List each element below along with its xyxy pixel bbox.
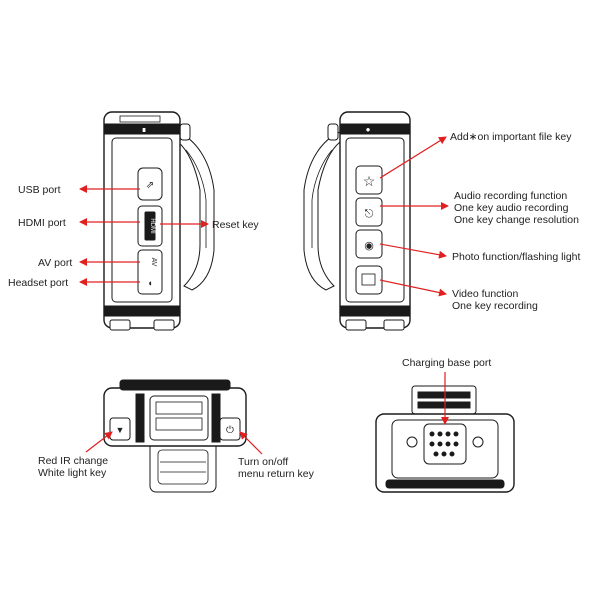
ir-icon: ▼ <box>116 425 125 435</box>
label-audio-2: One key audio recording <box>454 202 569 214</box>
important-file-button[interactable] <box>355 165 383 195</box>
microphone-icon: ⎋ <box>365 208 374 220</box>
star-icon: ☆ <box>363 173 376 189</box>
av-marking: AV <box>150 258 157 267</box>
power-button[interactable] <box>219 417 241 441</box>
av-port-slot[interactable] <box>137 249 163 295</box>
top-icon-right: ● <box>366 125 371 134</box>
label-headset-port: Headset port <box>8 277 68 289</box>
screw-right <box>472 436 484 448</box>
usb-icon: ⇗ <box>146 180 154 191</box>
top-view: ▼ ⏻ <box>103 379 247 493</box>
usb-port-slot[interactable] <box>137 167 163 201</box>
side-view-right: ● ☆ ⎋ ◉ <box>303 111 411 331</box>
label-audio-1: Audio recording function <box>454 190 567 202</box>
labels-bottom-view: Charging base port <box>402 357 491 425</box>
label-ir-1: Red IR change <box>38 455 108 467</box>
labels-right: Add∗on important file key Audio recordin… <box>379 131 581 312</box>
label-reset-key: Reset key <box>212 219 259 231</box>
belt-clip-right <box>303 131 341 291</box>
label-hdmi-port: HDMI port <box>18 217 66 229</box>
bottom-view <box>375 385 515 493</box>
side-view-left: ∎ ⇗ HDMI AV ◖ <box>103 111 215 331</box>
clip-hinge <box>179 123 191 141</box>
label-av-port: AV port <box>38 257 72 269</box>
camera-icon: ◉ <box>364 240 374 252</box>
arrow-power <box>239 431 263 455</box>
screw-left <box>406 436 418 448</box>
labels-top-view: Red IR change White light key Turn on/of… <box>38 431 315 480</box>
arrow-video <box>379 279 447 297</box>
arrow-photo <box>379 243 447 259</box>
label-power-1: Turn on/off <box>238 456 288 468</box>
clip-hinge-right <box>327 123 339 141</box>
label-photo: Photo function/flashing light <box>452 251 581 263</box>
audio-record-button[interactable] <box>355 197 383 227</box>
belt-clip <box>177 131 215 291</box>
arrow-ir <box>85 431 113 453</box>
label-video-1: Video function <box>452 288 519 300</box>
label-important-file: Add∗on important file key <box>450 131 572 143</box>
arrow-important-file <box>379 136 447 179</box>
label-charging: Charging base port <box>402 357 491 369</box>
power-icon: ⏻ <box>226 425 234 436</box>
top-marking: ∎ <box>141 125 146 134</box>
hdmi-marking: HDMI <box>149 218 155 234</box>
label-power-2: menu return key <box>238 468 315 480</box>
video-record-button[interactable] <box>355 265 383 295</box>
labels-left: USB port HDMI port Reset key AV port Hea… <box>8 184 259 289</box>
headset-icon: ◖ <box>147 278 152 288</box>
label-audio-3: One key change resolution <box>454 214 579 226</box>
charging-contacts-strip <box>411 385 477 415</box>
label-usb-port: USB port <box>18 184 61 196</box>
label-video-2: One key recording <box>452 300 538 312</box>
port-pins <box>429 431 459 457</box>
video-icon <box>361 273 376 286</box>
ir-white-light-button[interactable] <box>109 417 131 441</box>
label-ir-2: White light key <box>38 467 107 479</box>
